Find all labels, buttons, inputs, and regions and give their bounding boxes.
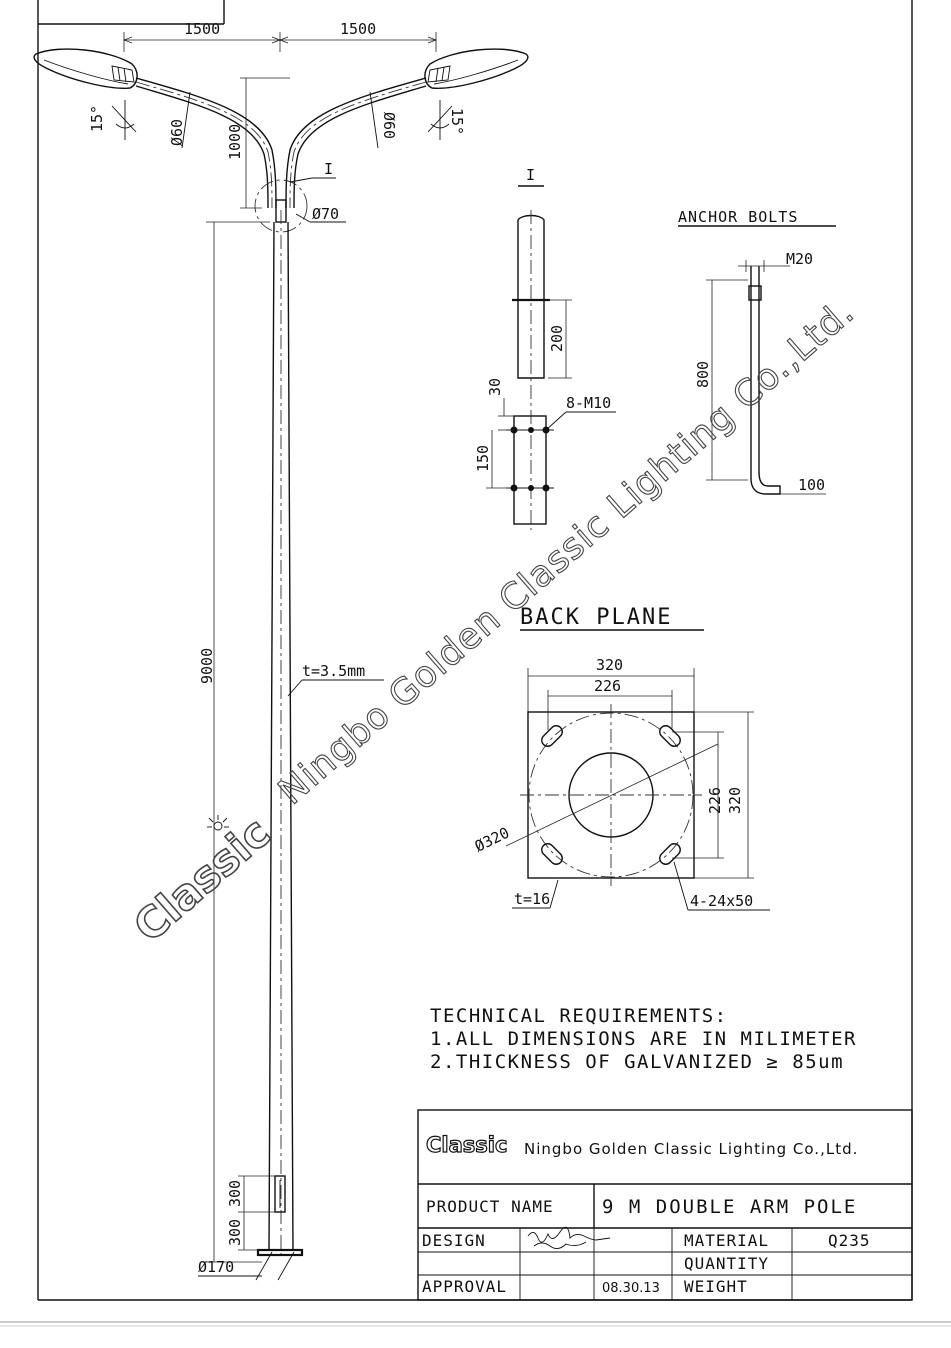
requirement-2: 2.THICKNESS OF GALVANIZED ≥ 85um xyxy=(430,1051,844,1073)
top-offset: 30 xyxy=(486,378,504,396)
pole-arms xyxy=(135,77,427,209)
lamp-head-right xyxy=(424,48,529,89)
title-block: Classic Ningbo Golden Classic Lighting C… xyxy=(417,1109,913,1301)
back-plane-title: BACK PLANE xyxy=(520,605,672,630)
wall-thickness: t=3.5mm xyxy=(302,662,365,680)
bolt-spec: 8-M10 xyxy=(566,394,611,412)
arm-span-left: 1500 xyxy=(184,20,220,38)
weight-label: WEIGHT xyxy=(684,1277,748,1296)
sleeve-length: 200 xyxy=(548,325,566,352)
back-plane-view: BACK PLANE 320 226 226 320 Ø320 xyxy=(472,605,770,911)
designer-signature xyxy=(527,1226,611,1249)
base-dia: Ø170 xyxy=(198,1258,234,1276)
tilt-left-marker xyxy=(111,100,137,140)
plate-width: 320 xyxy=(596,656,623,674)
anchor-bolts-view: ANCHOR BOLTS M20 800 100 xyxy=(678,208,836,495)
anchor-size: M20 xyxy=(786,250,813,268)
slot-holes xyxy=(541,725,681,865)
technical-requirements: TECHNICAL REQUIREMENTS: 1.ALL DIMENSIONS… xyxy=(430,1005,857,1073)
anchor-length: 800 xyxy=(694,361,712,388)
product-name-label: PRODUCT NAME xyxy=(426,1197,554,1216)
watermark-text: Ningbo Golden Classic Lighting Co.,Ltd. xyxy=(271,291,862,813)
anchor-bolts-title: ANCHOR BOLTS xyxy=(678,208,798,226)
arm-height: 1000 xyxy=(226,124,244,160)
hole-spacing-v: 226 xyxy=(706,787,724,814)
detail-i-circle xyxy=(254,179,308,233)
pole-shaft xyxy=(256,199,304,1260)
detail-i-view: I 200 30 150 8-M10 xyxy=(474,166,616,530)
door-upper: 300 xyxy=(226,1180,244,1207)
anchor-foot: 100 xyxy=(798,476,825,494)
arm-dia-right: Ø60 xyxy=(380,112,398,139)
company-name: Ningbo Golden Classic Lighting Co.,Ltd. xyxy=(524,1140,858,1158)
pole-height: 9000 xyxy=(198,648,216,684)
sun-icon xyxy=(207,815,229,831)
tilt-right-marker xyxy=(427,100,453,140)
door-lower: 300 xyxy=(226,1219,244,1246)
access-door xyxy=(274,1175,286,1213)
design-label: DESIGN xyxy=(422,1231,486,1250)
watermark-logo: Classic xyxy=(124,808,279,952)
bolt-spacing: 150 xyxy=(474,445,492,472)
hole-spacing-h: 226 xyxy=(594,677,621,695)
plate-height: 320 xyxy=(726,787,744,814)
material-label: MATERIAL xyxy=(684,1231,769,1250)
plate-thickness: t=16 xyxy=(514,890,550,908)
arm-span-right: 1500 xyxy=(340,20,376,38)
quantity-label: QUANTITY xyxy=(684,1254,769,1273)
approval-label: APPROVAL xyxy=(422,1277,507,1296)
title-block-logo: Classic xyxy=(426,1133,507,1157)
tilt-right: 15° xyxy=(448,108,466,135)
material-value: Q235 xyxy=(828,1231,871,1250)
lamp-head-left xyxy=(33,48,138,89)
joint-dia: Ø70 xyxy=(312,205,339,223)
pole-elevation: 1500 1500 10 xyxy=(33,20,529,1281)
product-name-value: 9 M DOUBLE ARM POLE xyxy=(602,1196,857,1218)
requirements-title: TECHNICAL REQUIREMENTS: xyxy=(430,1005,728,1027)
detail-i-title: I xyxy=(526,166,535,184)
design-date: 08.30.13 xyxy=(602,1281,660,1296)
slot-spec: 4-24x50 xyxy=(690,892,753,910)
detail-i-marker: I xyxy=(324,160,333,178)
base-plate xyxy=(256,1248,304,1257)
circle-dia: Ø320 xyxy=(472,824,512,856)
requirement-1: 1.ALL DIMENSIONS ARE IN MILIMETER xyxy=(430,1028,857,1050)
arm-dia-left: Ø60 xyxy=(168,119,186,146)
tilt-left: 15° xyxy=(88,105,106,132)
